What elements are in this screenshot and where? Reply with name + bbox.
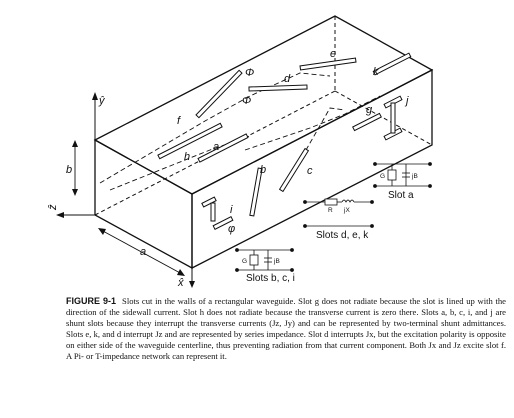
y-axis <box>92 92 98 140</box>
inset-slots-dek-circuit <box>303 198 374 228</box>
slot-g <box>352 112 382 132</box>
inset-slots-bci-jB: jB <box>273 258 280 265</box>
slot-e-label: e <box>330 48 336 60</box>
inset-slot-a-circuit <box>373 162 432 188</box>
slot-j <box>383 95 403 141</box>
slot-b <box>249 167 263 217</box>
z-axis <box>56 212 95 218</box>
angle-phi-bottom: φ <box>228 223 235 235</box>
slot-h-label: h <box>184 151 190 163</box>
slot-i <box>201 196 234 230</box>
y-axis-label: ŷ <box>98 95 106 107</box>
angle-phi-top: Φ <box>245 67 254 79</box>
slot-b-label: b <box>260 164 266 176</box>
inset-slots-bci-G: G <box>242 258 247 265</box>
slot-k <box>372 52 412 76</box>
slot-a-label: a <box>213 141 219 153</box>
slot-k-label: k <box>373 66 379 78</box>
dimension-a-label: a <box>140 246 146 258</box>
slot-c-label: c <box>307 165 313 177</box>
inset-slots-dek-title: Slots d, e, k <box>316 230 369 241</box>
inset-slots-dek-jX: jX <box>343 207 350 214</box>
slot-e <box>299 57 357 71</box>
slot-i-label: i <box>230 204 233 216</box>
slot-g-label: g <box>366 104 373 116</box>
inset-slots-bci-title: Slots b, c, i <box>246 273 295 284</box>
slot-h <box>157 122 223 160</box>
inset-slots-bci-circuit <box>235 248 294 272</box>
dimension-b-label: b <box>66 164 72 176</box>
slot-d-label: d <box>284 73 291 85</box>
slot-a <box>197 133 249 163</box>
current-lines <box>99 72 381 191</box>
dimension-a-arrow <box>98 228 185 276</box>
caption-text: Slots cut in the walls of a rectangular … <box>66 296 506 361</box>
x-axis-label: x̂ <box>177 277 184 289</box>
slot-j-label: j <box>404 95 409 107</box>
angle-phi-mid: Φ <box>242 95 251 107</box>
dimension-b-arrow <box>72 140 78 196</box>
inset-slot-a-jB: jB <box>411 173 418 180</box>
slot-f-label: f <box>177 115 181 127</box>
z-axis-label: ẑ <box>47 204 59 211</box>
x-axis <box>189 268 195 288</box>
inset-slot-a-title: Slot a <box>388 190 414 201</box>
slot-c <box>278 147 310 193</box>
inset-slots-dek-R: R <box>328 207 333 214</box>
slot-d <box>248 84 308 92</box>
inset-slot-a-G: G <box>380 173 385 180</box>
figure-label: FIGURE 9-1 <box>66 296 117 306</box>
slot-f <box>195 69 243 119</box>
waveguide-body <box>93 15 434 270</box>
